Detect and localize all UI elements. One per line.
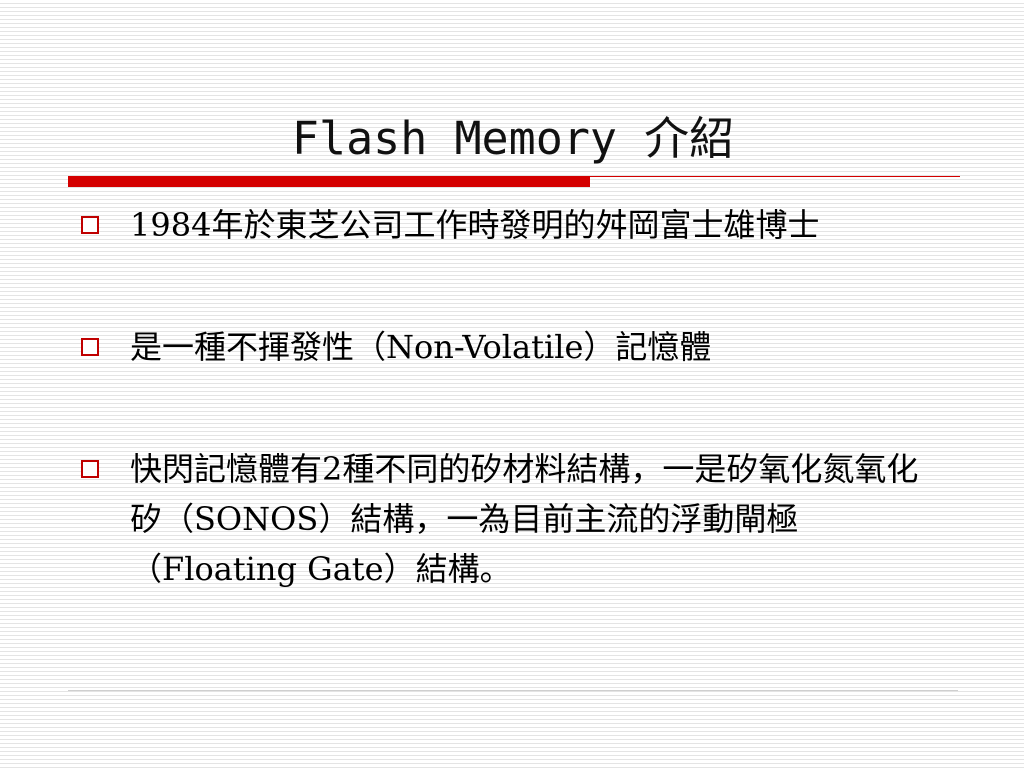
bullet-item: 1984年於東芝公司工作時發明的舛岡富士雄博士 xyxy=(78,200,950,250)
hollow-square-icon xyxy=(81,338,99,356)
hollow-square-icon xyxy=(81,460,99,478)
title-underline-accent xyxy=(68,176,590,187)
bullet-text: 1984年於東芝公司工作時發明的舛岡富士雄博士 xyxy=(130,206,820,244)
bullet-item: 是一種不揮發性（Non-Volatile）記憶體 xyxy=(78,322,950,372)
bullet-list: 1984年於東芝公司工作時發明的舛岡富士雄博士 是一種不揮發性（Non-Vola… xyxy=(78,200,950,594)
bottom-divider xyxy=(68,690,958,691)
hollow-square-icon xyxy=(81,216,99,234)
slide-title: Flash Memory 介紹 xyxy=(291,112,735,165)
bullet-item: 快閃記憶體有2種不同的矽材料結構，一是矽氧化氮氧化矽（SONOS）結構，一為目前… xyxy=(78,444,950,594)
title-underline-line xyxy=(590,176,960,177)
bullet-text: 快閃記憶體有2種不同的矽材料結構，一是矽氧化氮氧化矽（SONOS）結構，一為目前… xyxy=(130,450,919,588)
bullet-text: 是一種不揮發性（Non-Volatile）記憶體 xyxy=(130,328,712,366)
